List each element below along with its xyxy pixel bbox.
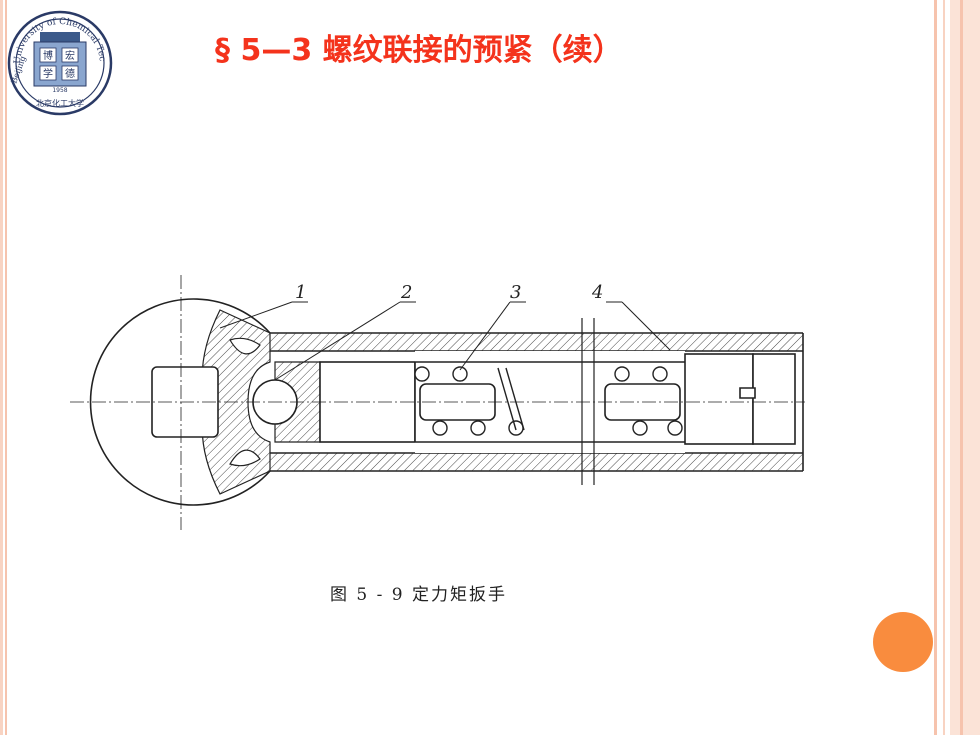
svg-text:1958: 1958 [52,87,67,94]
university-seal-logo: University of Chemical Technology Beijin… [4,6,113,116]
accent-dot [873,612,933,672]
left-border-decoration [0,0,10,735]
svg-text:北京化工大学: 北京化工大学 [36,98,84,108]
svg-text:德: 德 [65,67,75,80]
part-label-3: 3 [510,282,521,303]
svg-text:博: 博 [43,49,53,62]
slide-title: § 5—3 螺纹联接的预紧（续） [215,33,623,68]
part-label-4: 4 [591,282,603,303]
part-label-1: 1 [295,282,306,303]
right-border-decoration [934,0,980,735]
part-label-2: 2 [400,282,412,303]
svg-text:学: 学 [43,67,53,80]
svg-text:宏: 宏 [65,49,75,62]
torque-wrench-drawing: 1 2 3 4 [70,275,805,530]
figure-caption: 图 5 - 9 定力矩扳手 [330,585,507,605]
